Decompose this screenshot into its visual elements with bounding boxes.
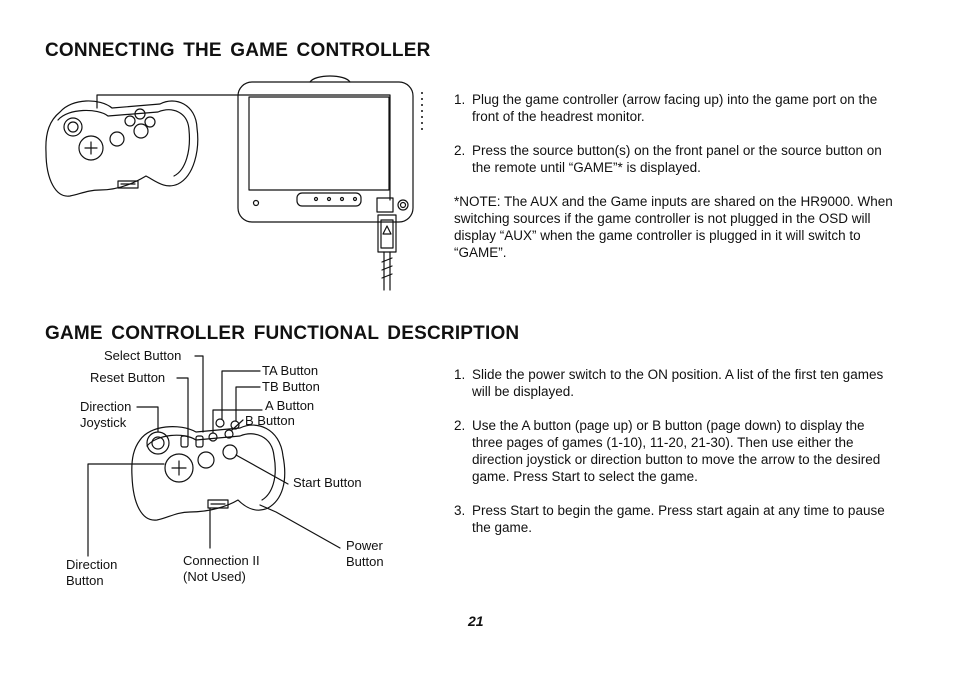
label-line: Direction — [80, 399, 132, 414]
label-tb-button: TB Button — [262, 379, 320, 394]
functional-instructions: 1. Slide the power switch to the ON posi… — [454, 366, 899, 536]
step-text: Press the source button(s) on the front … — [472, 143, 882, 175]
label-line: Power — [346, 538, 383, 553]
label-direction-button: Direction Button — [66, 557, 117, 589]
label-b-button: B Button — [245, 413, 295, 428]
label-line: Direction — [66, 557, 118, 572]
label-line: Button — [66, 573, 104, 588]
func-step-3: 3. Press Start to begin the game. Press … — [454, 502, 899, 536]
label-a-button: A Button — [265, 398, 315, 413]
func-step-2: 2. Use the A button (page up) or B butto… — [454, 417, 899, 485]
section-heading-connecting: CONNECTING THE GAME CONTROLLER — [45, 40, 431, 61]
connection-cable — [96, 94, 391, 201]
leader-ta — [221, 370, 261, 420]
connect-step-2: 2. Press the source button(s) on the fro… — [454, 142, 899, 176]
page-number: 21 — [468, 613, 484, 629]
headrest-monitor-illustration — [237, 75, 414, 291]
label-line: (Not Used) — [183, 569, 246, 584]
leader-direction-button — [87, 463, 165, 557]
leader-a — [212, 409, 263, 434]
leader-start — [235, 454, 289, 485]
label-connection: Connection II (Not Used) — [183, 553, 260, 585]
label-line: Button — [346, 554, 384, 569]
leader-b — [231, 419, 244, 431]
leader-select — [194, 355, 204, 433]
connecting-instructions: 1. Plug the game controller (arrow facin… — [454, 91, 899, 261]
step-text: Press Start to begin the game. Press sta… — [472, 503, 885, 535]
step-number: 1. — [454, 367, 466, 382]
step-number: 2. — [454, 143, 466, 158]
step-number: 3. — [454, 503, 466, 518]
leader-power — [259, 504, 341, 549]
func-step-1: 1. Slide the power switch to the ON posi… — [454, 366, 899, 400]
step-number: 2. — [454, 418, 466, 433]
label-power-button: Power Button — [346, 538, 384, 570]
label-select-button: Select Button — [104, 348, 182, 363]
label-reset-button: Reset Button — [90, 370, 166, 385]
connect-step-1: 1. Plug the game controller (arrow facin… — [454, 91, 899, 125]
label-line: Connection II — [183, 553, 260, 568]
step-number: 1. — [454, 92, 466, 107]
label-direction-joystick: Direction Joystick — [80, 399, 131, 431]
game-controller-top-illustration — [45, 100, 199, 197]
label-start-button: Start Button — [293, 475, 362, 490]
game-controller-bottom-illustration — [131, 418, 286, 521]
step-text: Use the A button (page up) or B button (… — [472, 418, 881, 484]
monitor-dots — [421, 92, 423, 130]
step-text: Plug the game controller (arrow facing u… — [472, 92, 878, 124]
leader-reset — [176, 377, 189, 437]
step-text: Slide the power switch to the ON positio… — [472, 367, 884, 399]
note-text: *NOTE: The AUX and the Game inputs are s… — [454, 194, 893, 260]
label-line: Joystick — [80, 415, 127, 430]
label-ta-button: TA Button — [262, 363, 319, 378]
section-heading-functional: GAME CONTROLLER FUNCTIONAL DESCRIPTION — [45, 323, 520, 344]
leader-joystick — [136, 406, 159, 433]
